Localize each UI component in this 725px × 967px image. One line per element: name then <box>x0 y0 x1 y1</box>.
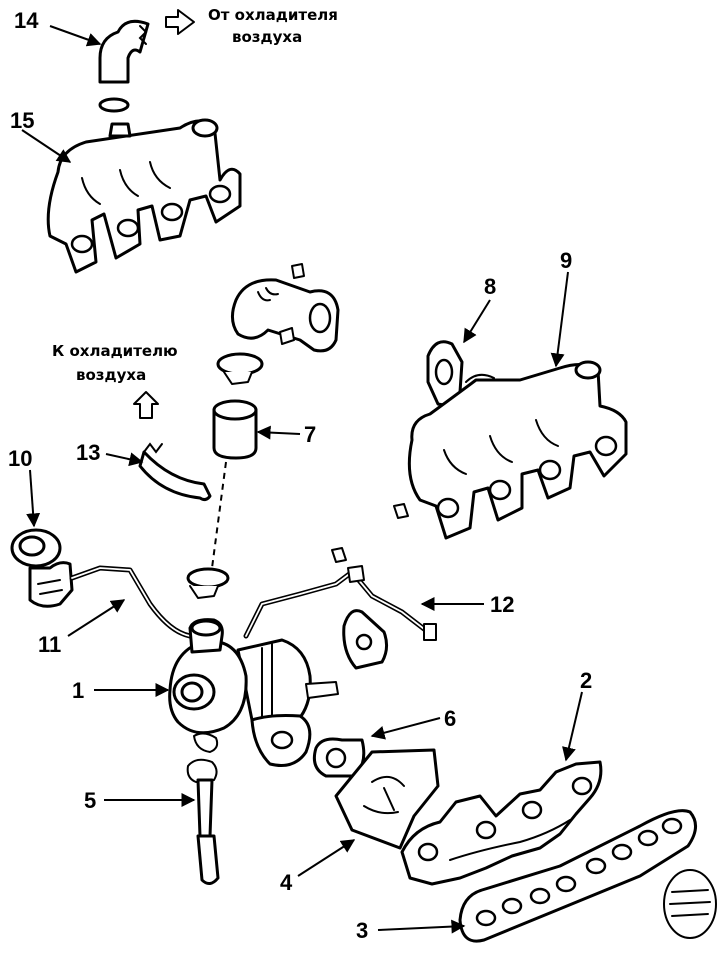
part-11-pipe <box>69 565 193 639</box>
caption-to-cooler-line1: К охладителю <box>52 342 178 360</box>
part-13-hose-segment <box>138 442 212 502</box>
callout-2: 2 <box>580 668 592 693</box>
callout-5: 5 <box>84 788 96 813</box>
callout-8: 8 <box>484 274 496 299</box>
callout-leaders <box>21 25 583 934</box>
part-3-manifold-gasket <box>458 809 697 943</box>
callout-12: 12 <box>490 592 514 617</box>
callout-9: 9 <box>560 248 572 273</box>
callout-13: 13 <box>76 440 100 465</box>
callout-10: 10 <box>8 446 32 471</box>
flow-arrow-from-cooler <box>165 9 195 35</box>
part-clamp-lower <box>186 567 230 599</box>
callout-14: 14 <box>14 8 39 33</box>
callout-3: 3 <box>356 918 368 943</box>
callout-6: 6 <box>444 706 456 731</box>
part-15-intake-manifold <box>46 118 242 274</box>
part-11-pipe-inner <box>71 567 191 637</box>
part-9-manifold <box>393 360 628 540</box>
part-oil-flange <box>342 609 389 670</box>
callout-4: 4 <box>280 870 293 895</box>
part-4-heat-shield <box>334 748 440 850</box>
part-14-hose <box>98 19 150 113</box>
part-12-oil-pipe <box>243 547 437 641</box>
part-2-exhaust-manifold <box>400 760 603 886</box>
caption-to-cooler-line2: воздуха <box>76 366 146 384</box>
part-7-sleeve <box>212 399 258 460</box>
caption-from-cooler-line1: От охладителя <box>208 6 338 24</box>
flow-arrow-to-cooler <box>133 391 159 419</box>
caption-from-cooler-line2: воздуха <box>232 28 302 46</box>
part-5-drain-tube <box>186 758 220 885</box>
callout-7: 7 <box>304 422 316 447</box>
part-1-turbocharger <box>168 618 339 767</box>
dashed-connection <box>211 461 227 569</box>
callout-15: 15 <box>10 108 34 133</box>
part-10-wastegate-actuator <box>10 528 74 608</box>
manufacturer-logo-icon <box>663 869 717 939</box>
part-elbow-pipe <box>231 263 340 353</box>
part-clamp-upper <box>216 352 264 385</box>
callout-1: 1 <box>72 678 84 703</box>
callout-11: 11 <box>38 632 61 657</box>
